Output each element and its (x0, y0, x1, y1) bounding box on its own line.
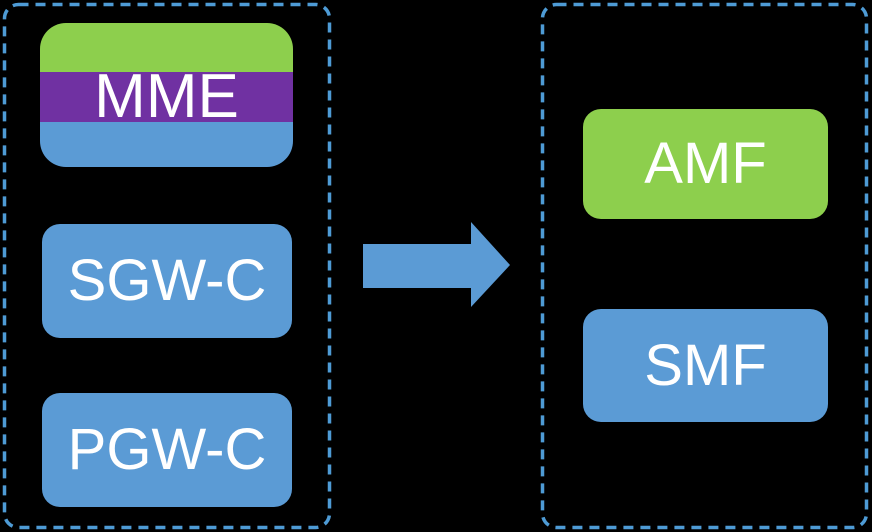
mme-stripes (40, 23, 293, 167)
node-amf-label: AMF (644, 131, 767, 196)
right-panel-border (540, 2, 869, 530)
node-sgw-c: SGW-C (42, 224, 292, 338)
node-sgw-c-label: SGW-C (67, 248, 267, 313)
right-arrow-icon (363, 222, 510, 307)
mme-stripe-purple (40, 72, 293, 122)
node-pgw-c: PGW-C (42, 393, 292, 507)
left-panel-border (2, 2, 332, 530)
node-smf: SMF (583, 309, 828, 422)
mme-stripe-blue (40, 122, 293, 167)
node-pgw-c-label: PGW-C (67, 417, 267, 482)
node-smf-label: SMF (644, 332, 767, 398)
mme-stripe-green (40, 23, 293, 72)
node-amf: AMF (583, 109, 828, 219)
node-mme: MME (40, 23, 293, 167)
node-mme-label: MME (94, 61, 239, 131)
